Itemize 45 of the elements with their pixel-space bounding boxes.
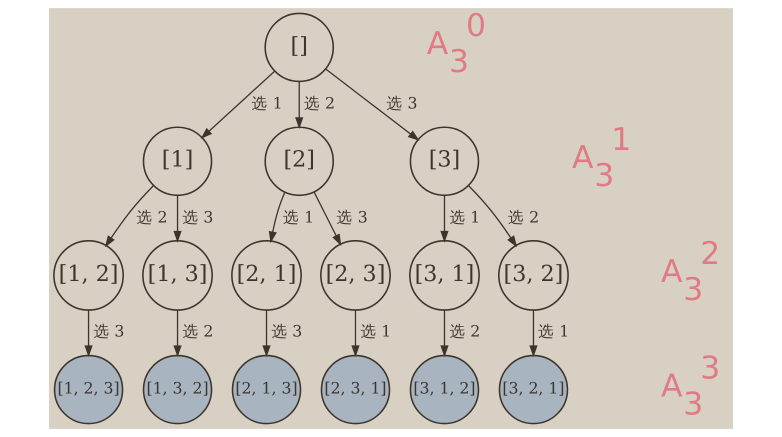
arrow bbox=[295, 82, 304, 130]
arrow bbox=[325, 68, 420, 141]
edge-label: 选 1 bbox=[252, 93, 283, 112]
node-circle: [2, 1, 3] bbox=[232, 354, 302, 424]
node-circle: [1, 2] bbox=[53, 240, 124, 311]
edge-label: 选 1 bbox=[449, 207, 480, 226]
node-circle: [2, 1] bbox=[231, 240, 302, 311]
edge-label: 选 2 bbox=[182, 322, 214, 341]
arrow bbox=[104, 185, 154, 248]
node-circle: [3, 2] bbox=[498, 240, 569, 311]
arrow bbox=[84, 310, 93, 358]
arrow bbox=[468, 185, 518, 248]
edge-label: 选 2 bbox=[508, 207, 540, 226]
edge-label: 选 2 bbox=[136, 207, 168, 226]
arrow bbox=[268, 192, 286, 244]
edge-label: 选 1 bbox=[538, 322, 570, 341]
node-circle: [2, 3] bbox=[320, 240, 391, 311]
edge-label: 选 2 bbox=[449, 322, 480, 341]
edge-label: 选 1 bbox=[360, 322, 392, 341]
edge-label: 选 1 bbox=[283, 207, 314, 226]
node-circle: [1, 2, 3] bbox=[54, 354, 124, 424]
edge-label: 选 3 bbox=[271, 322, 302, 341]
node-circle: [2, 3, 1] bbox=[320, 354, 390, 424]
edge-label: 选 3 bbox=[182, 207, 214, 226]
arrow bbox=[262, 310, 271, 358]
node-circle: [3] bbox=[410, 126, 480, 196]
edge-label: 选 3 bbox=[93, 322, 124, 341]
node-circle: [3, 1, 2] bbox=[410, 354, 480, 424]
node-circle: [3, 2, 1] bbox=[498, 354, 568, 424]
node-circle: [1, 3, 2] bbox=[142, 354, 212, 424]
edge-label: 选 3 bbox=[386, 93, 418, 112]
arrow bbox=[440, 310, 449, 358]
arrow bbox=[173, 310, 182, 358]
arrow bbox=[440, 195, 449, 243]
edge-label: 选 3 bbox=[336, 207, 368, 226]
arrow bbox=[529, 310, 538, 358]
node-circle: [1, 3] bbox=[142, 240, 213, 311]
node-circle: [] bbox=[264, 12, 334, 82]
arrow bbox=[351, 310, 360, 358]
node-circle: [2] bbox=[264, 126, 334, 196]
arrow bbox=[173, 195, 182, 243]
edge-label: 选 2 bbox=[304, 93, 335, 112]
arrow bbox=[314, 192, 342, 246]
node-circle: [3, 1] bbox=[409, 240, 480, 311]
arrow bbox=[200, 70, 276, 139]
